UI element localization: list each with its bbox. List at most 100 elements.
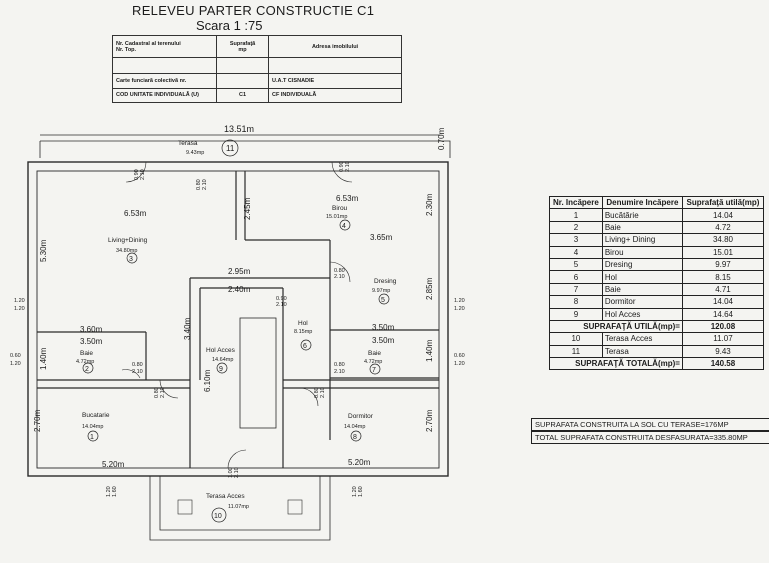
room-bucatarie-num: 1	[90, 434, 94, 441]
svg-text:2.10: 2.10	[160, 387, 166, 398]
svg-text:2.10: 2.10	[132, 369, 143, 375]
opening-w-120-160-b: 1.20	[352, 486, 358, 497]
cell-area: 9.97	[681, 257, 765, 272]
room-birou-num: 4	[342, 223, 346, 230]
room-dormitor-area: 14.04mp	[344, 424, 365, 430]
dim-living-inner: 2.45m	[243, 197, 252, 220]
opening-w-120-left: 1.20	[14, 298, 25, 304]
drawing-scale: Scara 1 :75	[196, 18, 263, 33]
cell-name: Hol	[601, 270, 683, 284]
dim-dormitor-width: 5.20m	[348, 458, 371, 467]
opening-baie7-door: 0.80	[334, 362, 345, 368]
room-bucatarie-name: Bucatarie	[82, 412, 110, 419]
cell-nr: 7	[549, 282, 603, 297]
room-terasaacces-name: Terasa Acces	[206, 493, 245, 500]
total-label: SUPRAFAŢĂ TOTALĂ(mp)=	[549, 357, 683, 371]
cell-nr: 10	[549, 332, 603, 346]
cell-name: Baie	[601, 220, 683, 235]
util-value: 120.08	[681, 319, 765, 334]
cell-name: Bucătărie	[601, 208, 683, 222]
dim-dresing-height: 2.85m	[425, 277, 434, 300]
cell-area: 14.64	[681, 307, 765, 321]
opening-living-door: 0.90	[134, 169, 140, 180]
dim-350-baie2: 3.50m	[80, 337, 103, 346]
dim-350-dresing: 3.50m	[372, 323, 395, 332]
svg-text:2.10: 2.10	[320, 387, 326, 398]
dim-365: 3.65m	[370, 233, 393, 242]
room-baie2-num: 2	[85, 366, 89, 373]
opening-entrance-door: 1.00	[228, 467, 234, 478]
svg-text:2.10: 2.10	[276, 302, 287, 308]
cell-name: Hol Acces	[601, 307, 683, 321]
dim-terrace-side: 0.70m	[437, 127, 446, 150]
opening-dresing-door: 0.80	[334, 268, 345, 274]
opening-living-window: 0.80	[196, 179, 202, 190]
col-nr: Nr. Incăpere	[549, 195, 603, 210]
dim-living-height: 5.30m	[39, 239, 48, 262]
svg-text:2.10: 2.10	[140, 169, 146, 180]
cell-area: 9.43	[681, 344, 765, 359]
svg-text:2.10: 2.10	[334, 274, 345, 280]
util-label: SUPRAFAŢĂ UTILĂ(mp)=	[549, 319, 683, 334]
cadastral-cod-value: C1	[216, 87, 270, 103]
summary-total-area: TOTAL SUPRAFATA CONSTRUITA DESFASURATA=3…	[531, 431, 769, 444]
opening-dormitor-door: 0.80	[314, 387, 320, 398]
room-baie7-area: 4.72mp	[364, 359, 382, 365]
cadastral-cf: CF INDIVIDUALĂ	[268, 87, 402, 103]
room-baie7-num: 7	[372, 367, 376, 374]
cell-nr: 6	[549, 270, 603, 284]
cell-name: Terasa Acces	[601, 332, 683, 346]
room-dormitor-num: 8	[353, 434, 357, 441]
room-dresing-area: 9.97mp	[372, 288, 390, 294]
room-living-area: 34.80mp	[116, 248, 137, 254]
dim-birou-width: 6.53m	[336, 194, 359, 203]
cell-area: 8.15	[681, 270, 765, 284]
room-living-name: Living+Dining	[108, 237, 148, 244]
cell-area: 11.07	[681, 332, 765, 346]
svg-text:1.20: 1.20	[454, 306, 465, 312]
cell-nr: 2	[549, 220, 603, 235]
dim-bucatarie-height: 2.70m	[33, 409, 42, 432]
svg-text:1.20: 1.20	[14, 306, 25, 312]
cell-area: 15.01	[681, 245, 765, 259]
svg-text:2.10: 2.10	[334, 369, 345, 375]
opening-baie2-door: 0.80	[132, 362, 143, 368]
room-area-table: Nr. Incăpere Denumire Incăpere Suprafaţă…	[549, 195, 765, 371]
dim-dormitor-height: 2.70m	[425, 409, 434, 432]
room-terasa-name: Terasa	[178, 140, 198, 147]
cell-name: Baie	[601, 282, 683, 297]
cell-name: Terasa	[601, 344, 683, 359]
dim-bucatarie-width: 5.20m	[102, 460, 125, 469]
opening-bucatarie-door: 0.80	[154, 387, 160, 398]
svg-text:1.20: 1.20	[454, 361, 465, 367]
dim-350-baie7: 3.50m	[372, 336, 395, 345]
col-denumire: Denumire Incăpere	[601, 195, 683, 210]
opening-w-060-left: 0.60	[10, 353, 21, 359]
cell-name: Living+ Dining	[601, 233, 683, 247]
cell-nr: 8	[549, 295, 603, 309]
dim-total-width: 13.51m	[224, 124, 254, 134]
opening-hol-door: 0.90	[276, 296, 287, 302]
opening-birou-door: 0.90	[339, 161, 345, 172]
svg-text:1.60: 1.60	[112, 486, 118, 497]
opening-w-120-right: 1.20	[454, 298, 465, 304]
room-terasaacces-num: 10	[214, 513, 222, 520]
room-holacces-name: Hol Acces	[206, 347, 236, 354]
cell-area: 14.04	[681, 208, 765, 222]
room-hol-area: 8.15mp	[294, 329, 312, 335]
cell-area: 4.72	[681, 220, 765, 235]
room-holacces-area: 14.64mp	[212, 357, 233, 363]
drawing-title: RELEVEU PARTER CONSTRUCTIE C1	[132, 3, 375, 18]
room-hol-name: Hol	[298, 320, 308, 327]
cell-area: 34.80	[681, 233, 765, 247]
cell-nr: 9	[549, 307, 603, 321]
